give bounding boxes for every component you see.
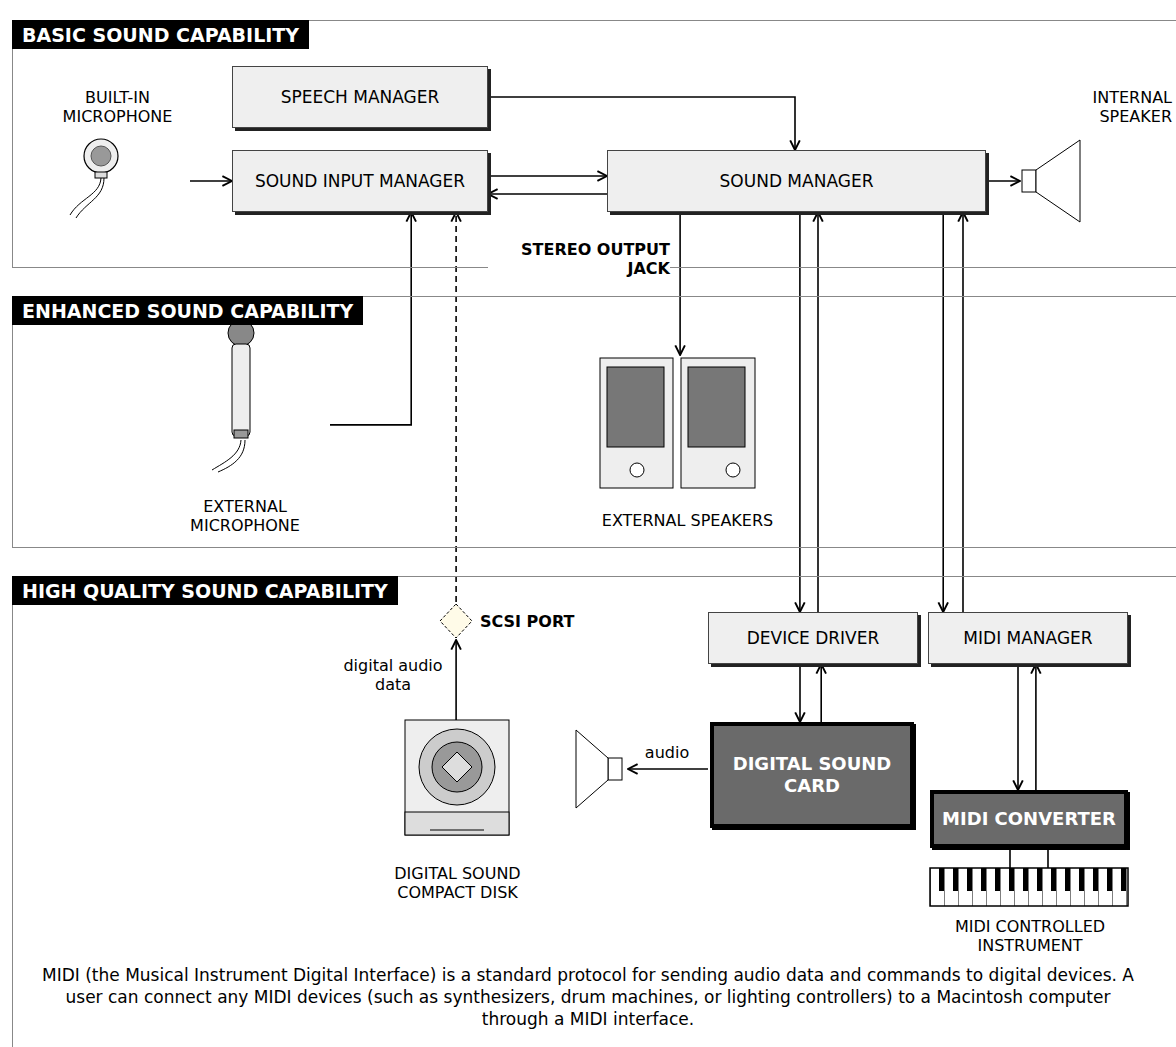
box-label: SPEECH MANAGER [281, 87, 440, 107]
connector [962, 212, 964, 612]
device-label: DIGITAL SOUND COMPACT DISK [385, 864, 530, 902]
converter-box: MIDI CONVERTER [930, 790, 1128, 848]
connector [455, 640, 457, 720]
external-speakers-icon [600, 358, 755, 488]
scsi-port-symbol [440, 604, 472, 638]
connector [190, 180, 232, 182]
connector [679, 212, 681, 355]
device-label: BUILT-IN MICROPHONE [45, 88, 190, 126]
connector [799, 212, 801, 612]
connector [799, 664, 801, 722]
box-label: SOUND MANAGER [720, 171, 874, 191]
device-label: MIDI CONTROLLED INSTRUMENT [925, 917, 1135, 955]
data-label: digital audio data [338, 656, 448, 694]
band-heading: HIGH QUALITY SOUND CAPABILITY [12, 576, 398, 605]
manager-box: MIDI MANAGER [928, 612, 1128, 664]
microphone-device: BUILT-IN MICROPHONE [45, 88, 190, 225]
microphone-device: EXTERNAL MICROPHONE [160, 320, 330, 535]
manager-box: SOUND MANAGER [607, 150, 986, 212]
connector [488, 175, 607, 177]
connector [942, 212, 944, 612]
connector [1035, 664, 1037, 790]
connector [1047, 848, 1049, 868]
built-in-microphone-icon [70, 139, 118, 218]
device-label: INTERNAL SPEAKER [1020, 88, 1172, 126]
keyboard-icon [930, 868, 1128, 906]
port-node: SCSI PORT [436, 602, 620, 640]
card-label: MIDI CONVERTER [942, 808, 1116, 830]
instrument-device: MIDI CONTROLLED INSTRUMENT [925, 868, 1135, 955]
band-heading: ENHANCED SOUND CAPABILITY [12, 296, 363, 325]
device-label: EXTERNAL MICROPHONE [160, 497, 330, 535]
connector [455, 212, 457, 602]
connector [1009, 848, 1011, 868]
compact-disk-icon [405, 720, 509, 835]
manager-box: SOUND INPUT MANAGER [232, 150, 488, 212]
connector [986, 180, 1020, 182]
card-label: DIGITAL SOUND CARD [722, 753, 902, 796]
internal-speaker-icon [1022, 140, 1080, 222]
caption: MIDI (the Musical Instrument Digital Int… [30, 964, 1146, 1030]
external-microphone-icon [212, 320, 254, 472]
box-label: SOUND INPUT MANAGER [255, 171, 465, 191]
driver-box: DEVICE DRIVER [708, 612, 918, 664]
manager-box: SPEECH MANAGER [232, 66, 488, 128]
audio-arrow [628, 768, 708, 770]
box-label: MIDI MANAGER [963, 628, 1092, 648]
disk-device: DIGITAL SOUND COMPACT DISK [385, 720, 530, 902]
signal-label: audio [636, 743, 698, 762]
connector [817, 212, 819, 612]
sound-card: DIGITAL SOUND CARD [710, 722, 914, 828]
card-speaker-icon [576, 730, 622, 808]
port-label: SCSI PORT [480, 612, 574, 631]
capability-band: ENHANCED SOUND CAPABILITY EXTERNAL MICROP… [12, 296, 1176, 548]
device-label: EXTERNAL SPEAKERS [602, 511, 773, 530]
connector [488, 193, 607, 195]
band-heading: BASIC SOUND CAPABILITY [12, 20, 309, 49]
connector [488, 97, 795, 150]
capability-band: BASIC SOUND CAPABILITY BUILT-IN MICROPHON… [12, 20, 1176, 268]
box-label: DEVICE DRIVER [747, 628, 880, 648]
speaker-device: INTERNAL SPEAKER [1020, 88, 1172, 230]
speaker-device: EXTERNAL SPEAKERS [585, 355, 790, 530]
connector [1017, 664, 1019, 790]
connector [820, 664, 822, 722]
jack-label: STEREO OUTPUT JACK [488, 240, 670, 278]
